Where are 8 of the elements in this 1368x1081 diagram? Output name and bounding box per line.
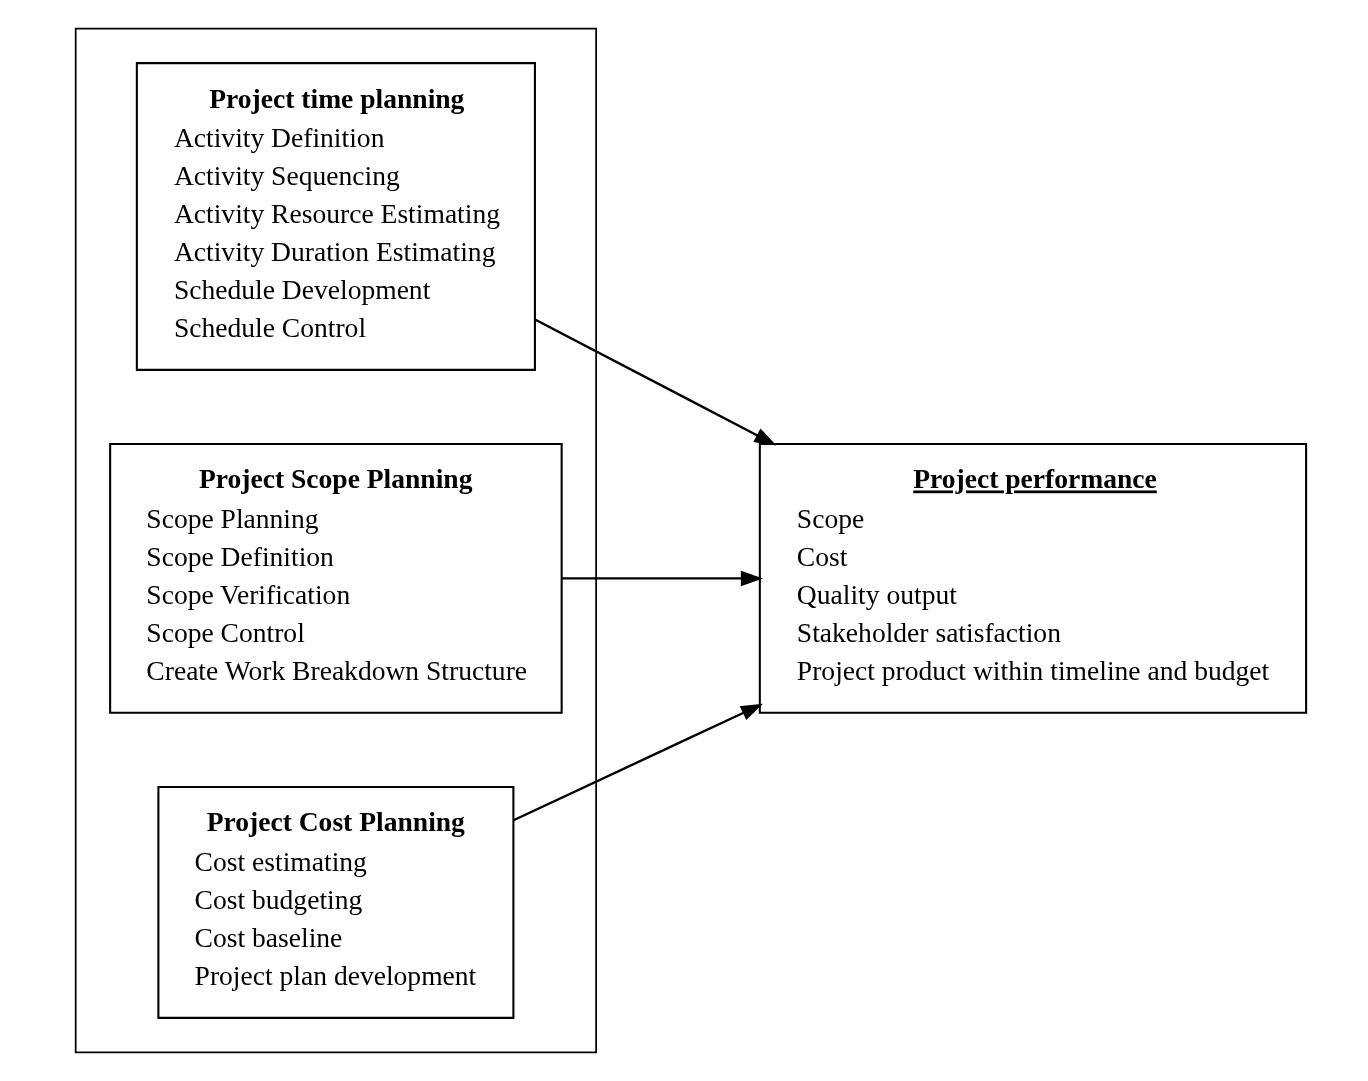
node-box: Project time planning Activity Definition Activity Sequencing Activity Resource Estimating Activity Duration Estimating Schedule Development Schedule Control [135, 62, 536, 371]
node-box: Project Cost Planning Cost estimating Cost budgeting Cost baseline Project plan development [157, 785, 515, 1019]
arrow [561, 570, 763, 587]
cluster [74, 27, 597, 1054]
node-box: Project Scope Planning Scope Planning Scope Definition Scope Verification Scope Control Create Work Breakdown Structure [109, 442, 563, 714]
arrow [534, 318, 777, 446]
node-box: Project performance Scope Cost Quality output Stakeholder satisfaction Project product within timeline and budget [758, 442, 1308, 714]
arrow [513, 703, 763, 822]
